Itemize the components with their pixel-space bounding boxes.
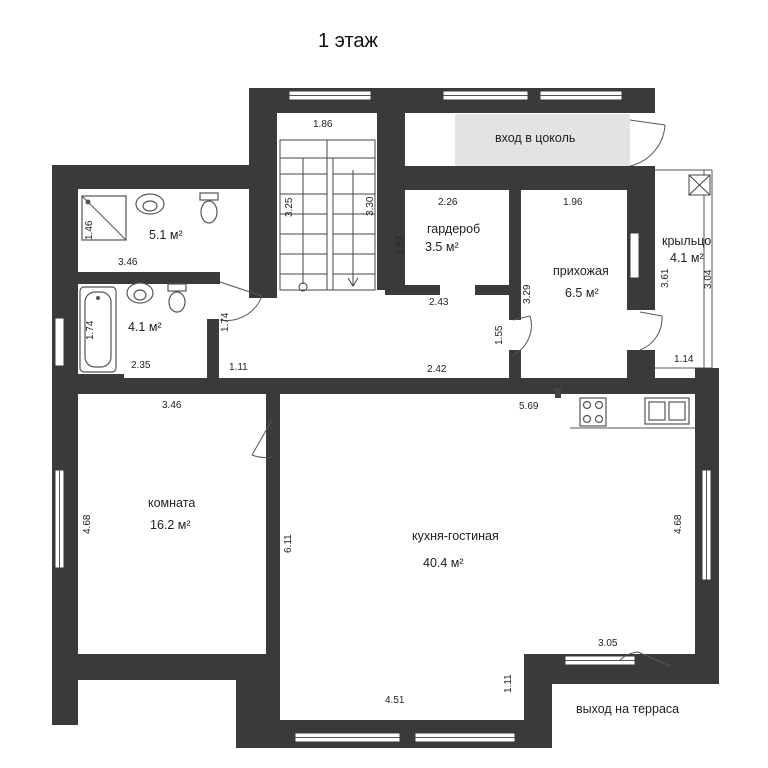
dim-porch-bottom: 1.14 <box>674 354 694 365</box>
dim-wardrobe-bottom: 2.43 <box>429 297 449 308</box>
wardrobe-name: гардероб <box>427 222 480 236</box>
kitchen-sink-icon <box>644 397 690 425</box>
porch-frame <box>654 169 713 369</box>
porch-lamp-icon <box>688 174 711 196</box>
dim-kitchen-bottom: 4.51 <box>385 695 405 706</box>
dim-bath-top-bottom: 3.46 <box>118 257 138 268</box>
dim-bath-bottom-width: 2.35 <box>131 360 151 371</box>
dim-porch-right: 3.04 <box>703 269 714 289</box>
toilet-top-icon <box>199 192 219 224</box>
bedroom-area: 16.2 м² <box>150 518 191 532</box>
bathtub-icon <box>79 286 117 373</box>
floor-title: 1 этаж <box>318 30 379 52</box>
dim-bedroom-left: 4.68 <box>82 514 93 534</box>
bedroom-name: комната <box>148 496 195 510</box>
dim-hall-top: 1.96 <box>563 197 583 208</box>
porch-name: крыльцо <box>662 234 711 248</box>
kitchen-living-name: кухня-гостиная <box>412 529 499 543</box>
windows <box>54 90 712 743</box>
terrace-exit-label: выход на терраса <box>576 702 679 716</box>
dim-hall-left: 3.29 <box>522 284 533 304</box>
kitchen-living-area: 40.4 м² <box>423 556 464 570</box>
wall-pillar <box>555 388 561 398</box>
bathroom-top-area: 5.1 м² <box>149 228 183 242</box>
dim-corridor-left: 1.11 <box>229 362 248 373</box>
dim-porch-left: 3.61 <box>660 268 671 288</box>
wardrobe-area: 3.5 м² <box>425 240 459 254</box>
basement-entrance-label: вход в цоколь <box>495 131 575 145</box>
basement-entrance-area <box>455 114 630 166</box>
dim-bath-bottom-left: 1.74 <box>85 320 96 340</box>
bathroom-bottom-area: 4.1 м² <box>128 320 162 334</box>
walls <box>52 88 719 748</box>
doors <box>219 119 671 667</box>
staircase <box>279 139 376 292</box>
dim-wardrobe-left: 1.57 <box>395 235 406 255</box>
shower-icon <box>81 195 127 241</box>
dim-bedroom-top: 3.46 <box>162 400 182 411</box>
dim-corridor-mid: 2.42 <box>427 364 447 375</box>
dim-wardrobe-top: 2.26 <box>438 197 458 208</box>
hallway-name: прихожая <box>553 264 609 278</box>
sink-bottom-icon <box>126 282 154 304</box>
dim-stair-right: 3.30 <box>365 196 376 216</box>
dim-corridor-vertical: 1.55 <box>494 325 505 345</box>
dim-stair-left: 3.25 <box>284 197 295 217</box>
dim-stair-width: 1.86 <box>313 119 333 130</box>
toilet-bottom-icon <box>167 283 187 313</box>
sink-top-icon <box>135 193 165 215</box>
dim-terrace-width: 3.05 <box>598 638 618 649</box>
dim-kitchen-top: 5.69 <box>519 401 539 412</box>
porch-area: 4.1 м² <box>670 251 704 265</box>
stove-icon <box>579 397 607 427</box>
dim-kitchen-step: 1.11 <box>503 674 514 693</box>
dim-kitchen-right: 4.68 <box>673 514 684 534</box>
dim-bath-top-left: 1.46 <box>84 220 95 240</box>
dim-bath-bottom-right: 1.74 <box>220 312 231 332</box>
dim-kitchen-left: 6.11 <box>283 534 294 553</box>
hallway-area: 6.5 м² <box>565 286 599 300</box>
